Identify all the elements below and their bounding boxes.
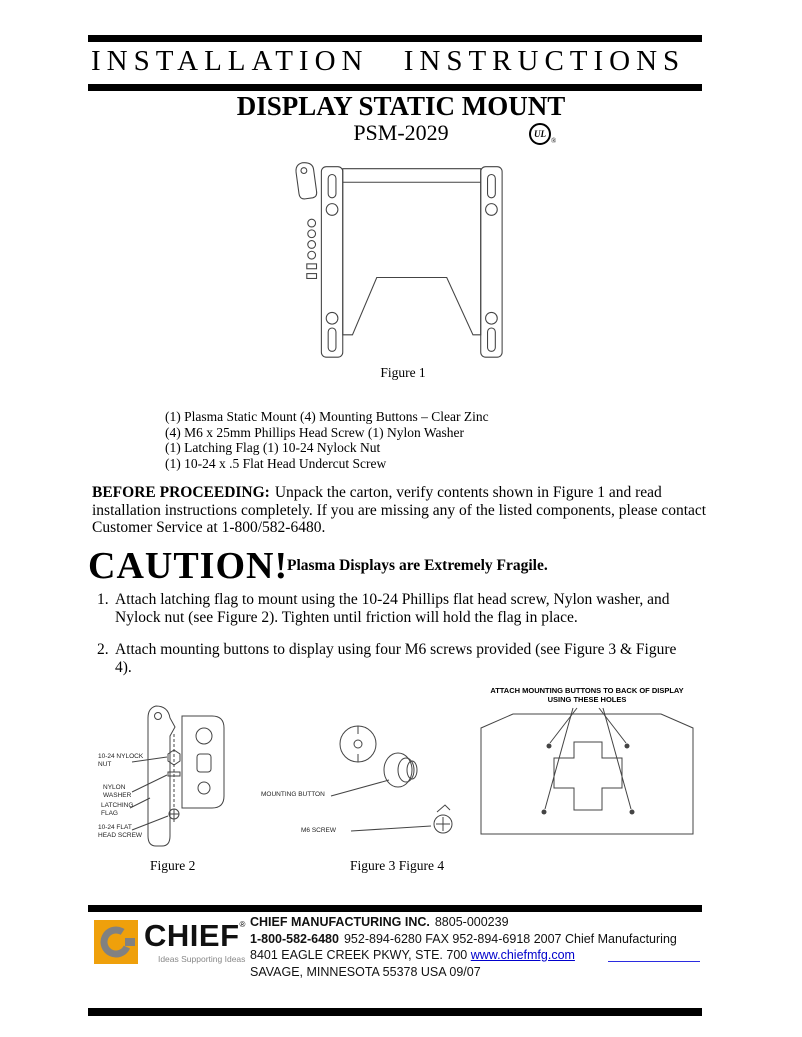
footer-bottom-rule xyxy=(88,1008,702,1016)
step-text: Attach mounting buttons to display using… xyxy=(115,641,677,676)
footer-phone-rest: 952-894-6280 FAX 952-894-6918 2007 Chief… xyxy=(343,931,677,946)
chief-tagline: Ideas Supporting Ideas xyxy=(157,954,246,964)
chief-logo-icon xyxy=(94,920,138,964)
before-proceeding-text: Unpack the carton, verify contents shown… xyxy=(92,484,707,536)
blank-write-in-line xyxy=(608,961,700,962)
display-back-drawing xyxy=(480,707,694,835)
footer-contact-block: CHIEF MANUFACTURING INC. 8805-000239 1-80… xyxy=(250,914,712,980)
footer-doc-number: 8805-000239 xyxy=(434,915,509,929)
figure-2-caption: Figure 2 xyxy=(150,858,196,873)
parts-list-line: (1) Latching Flag (1) 10-24 Nylock Nut xyxy=(165,440,381,455)
ul-registered-mark: ® xyxy=(551,137,557,145)
figure-1: Figure 1 xyxy=(283,157,523,381)
footer-city-state: SAVAGE, MINNESOTA 55378 USA 09/07 xyxy=(250,964,481,979)
model-number: PSM-2029 xyxy=(353,120,449,145)
footer-phone-line: 1-800-582-6480 952-894-6280 FAX 952-894-6… xyxy=(250,931,712,948)
figure-3: MOUNTING BUTTON M6 SCREW xyxy=(253,698,471,852)
label-nylon-washer: NYLON WASHER xyxy=(103,784,132,799)
footer-phone-main: 1-800-582-6480 xyxy=(250,931,339,946)
ul-certification-icon: UL ® xyxy=(529,123,556,145)
before-proceeding-paragraph: BEFORE PROCEEDING:Unpack the carton, ver… xyxy=(92,484,712,537)
chief-logo-text-block: CHIEF® Ideas Supporting Ideas xyxy=(144,920,245,964)
figure-3-4-caption: Figure 3 Figure 4 xyxy=(350,858,445,873)
label-nylock-nut: 10-24 NYLOCK NUT xyxy=(98,753,144,768)
before-proceeding-label: BEFORE PROCEEDING: xyxy=(92,484,270,501)
parts-list-line: (1) Plasma Static Mount (4) Mounting But… xyxy=(165,409,489,424)
instruction-step-1: 1. Attach latching flag to mount using t… xyxy=(97,591,697,627)
mounting-button-drawing xyxy=(330,725,453,834)
label-m6-screw: M6 SCREW xyxy=(301,827,337,834)
chief-registered-mark: ® xyxy=(239,920,246,929)
label-flat-head-screw: 10-24 FLAT HEAD SCREW xyxy=(98,824,143,839)
website-link[interactable]: www.chiefmfg.com xyxy=(470,948,575,962)
footer-top-rule xyxy=(88,905,702,912)
footer-company-line: CHIEF MANUFACTURING INC. 8805-000239 xyxy=(250,914,712,931)
caution-text: Plasma Displays are Extremely Fragile. xyxy=(287,557,548,574)
footer-address-line: 8401 EAGLE CREEK PKWY, STE. 700 www.chie… xyxy=(250,947,712,964)
product-title: DISPLAY STATIC MOUNT xyxy=(236,91,566,121)
static-mount-drawing xyxy=(295,162,503,358)
chief-logo: CHIEF® Ideas Supporting Ideas xyxy=(94,920,245,964)
label-latching-flag: LATCHING FLAG xyxy=(101,802,134,817)
parts-list: (1) Plasma Static Mount (4) Mounting But… xyxy=(165,409,489,471)
figure-4: ATTACH MOUNTING BUTTONS TO BACK OF DISPL… xyxy=(477,686,697,838)
footer-company-name: CHIEF MANUFACTURING INC. xyxy=(250,915,430,929)
parts-list-line: (4) M6 x 25mm Phillips Head Screw (1) Ny… xyxy=(165,424,464,440)
caution-heading: CAUTION! xyxy=(88,545,289,587)
title-underline-rule xyxy=(88,84,702,91)
figure-4-heading: ATTACH MOUNTING BUTTONS TO BACK OF DISPL… xyxy=(490,686,684,704)
figure-1-caption: Figure 1 xyxy=(380,365,426,380)
step-number: 2. xyxy=(97,641,109,658)
figure-2: 10-24 NYLOCK NUT NYLON WASHER LATCHING F… xyxy=(98,698,248,852)
footer-street-address: 8401 EAGLE CREEK PKWY, STE. 700 xyxy=(250,948,468,962)
page-title: INSTALLATION INSTRUCTIONS xyxy=(91,45,686,77)
step-number: 1. xyxy=(97,591,109,608)
top-rule xyxy=(88,35,702,42)
chief-wordmark: CHIEF xyxy=(144,918,240,953)
instruction-step-2: 2. Attach mounting buttons to display us… xyxy=(97,641,697,677)
label-mounting-button: MOUNTING BUTTON xyxy=(261,791,325,798)
latching-flag-drawing xyxy=(129,705,225,847)
parts-list-line: (1) 10-24 x .5 Flat Head Undercut Screw xyxy=(165,455,387,471)
ul-letters: UL xyxy=(534,129,546,139)
step-text: Attach latching flag to mount using the … xyxy=(115,591,670,626)
footer-city-line: SAVAGE, MINNESOTA 55378 USA 09/07 xyxy=(250,964,712,981)
